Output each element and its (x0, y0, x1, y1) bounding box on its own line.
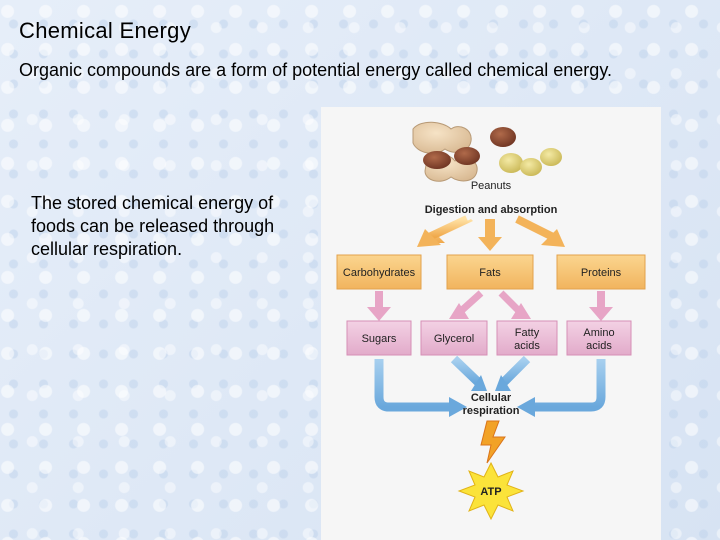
process-label-line1: Cellular (471, 392, 512, 404)
sub-label-amino: Amino (583, 327, 614, 339)
sub-box-fatty-acids (496, 320, 558, 356)
sub-label-sugars: Sugars (362, 333, 397, 345)
respiration-arrowheads (449, 375, 535, 417)
macro-box-carbohydrates (336, 254, 422, 290)
digestion-arrows (417, 215, 565, 251)
slide-body-text: The stored chemical energy of foods can … (31, 193, 275, 259)
subunit-row: Sugars Glycerol Fatty acids Amino acids (346, 320, 632, 356)
process-label-line2: respiration (463, 405, 520, 417)
product-label: ATP (480, 486, 501, 498)
sub-label-glycerol: Glycerol (434, 333, 474, 345)
sub-box-sugars (346, 320, 412, 356)
sub-label-fatty-acids: acids (514, 340, 540, 352)
slide-subtitle: Organic compounds are a form of potentia… (19, 60, 612, 80)
macronutrient-row: Carbohydrates Fats Proteins (336, 254, 646, 290)
macro-box-proteins (556, 254, 646, 290)
slide-title: Chemical Energy (19, 18, 192, 43)
sub-label-amino-acids: acids (586, 340, 612, 352)
atp-starburst-icon (457, 461, 525, 521)
step-label: Digestion and absorption (425, 204, 558, 216)
digestion-diagram: Peanuts Digestion and absorption Carbohy… (321, 107, 661, 540)
macro-label-carbohydrates: Carbohydrates (343, 267, 416, 279)
source-label: Peanuts (471, 180, 512, 192)
sub-label-fatty: Fatty (515, 327, 540, 339)
macro-label-fats: Fats (479, 267, 501, 279)
breakdown-arrows (367, 290, 613, 321)
macro-box-fats (446, 254, 534, 290)
energy-bolt-icon (480, 420, 506, 464)
sub-box-glycerol (420, 320, 488, 356)
peanuts-illustration (412, 121, 562, 182)
digestion-diagram-svg: Peanuts Digestion and absorption Carbohy… (321, 107, 661, 540)
macro-label-proteins: Proteins (581, 267, 622, 279)
sub-box-amino-acids (566, 320, 632, 356)
respiration-arrows (374, 355, 606, 412)
